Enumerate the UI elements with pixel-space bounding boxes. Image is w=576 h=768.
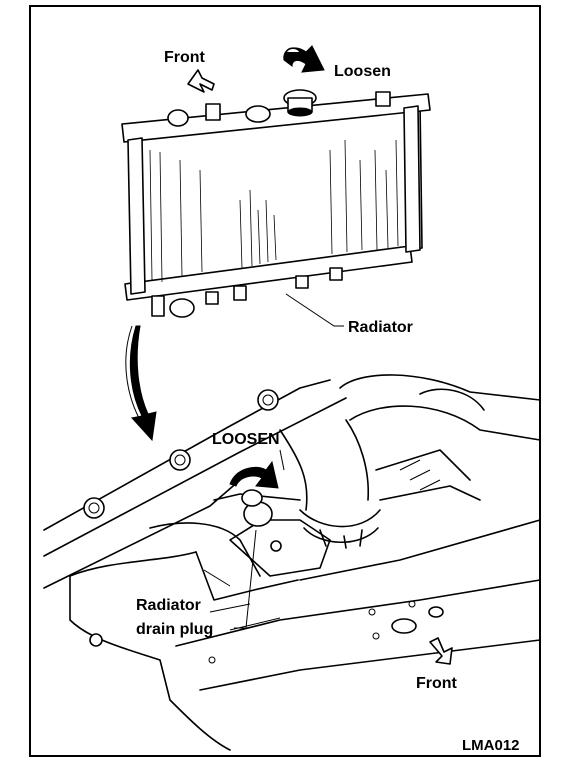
radiator-core-fins	[149, 139, 399, 283]
radiator-leader-line	[285, 293, 344, 327]
figure-code-label: LMA012	[462, 737, 520, 754]
front-label-bottom: Front	[416, 675, 458, 692]
loosen-arrow-top-icon	[283, 45, 325, 73]
radiator-label: Radiator	[348, 319, 413, 336]
underbody-illustration	[43, 374, 541, 751]
loosen-label-top: Loosen	[334, 63, 391, 80]
drain-plug-leader-line	[234, 529, 257, 629]
drain-plug-label-line1: Radiator	[136, 597, 201, 614]
drain-plug-label-line2: drain plug	[136, 621, 213, 638]
front-arrow-bottom-icon	[429, 637, 453, 665]
front-label-top: Front	[164, 49, 206, 66]
loosen-arrow-bottom-icon	[229, 460, 279, 489]
drain-plug	[241, 489, 282, 552]
radiator-cap	[283, 89, 317, 117]
transition-arrow-icon	[125, 325, 157, 442]
loosen-label-bottom: LOOSEN	[212, 431, 280, 448]
frame-bolts	[83, 389, 279, 519]
loosen-leader-line	[279, 449, 285, 471]
radiator-illustration	[121, 89, 431, 318]
front-arrow-top-icon	[187, 69, 215, 93]
